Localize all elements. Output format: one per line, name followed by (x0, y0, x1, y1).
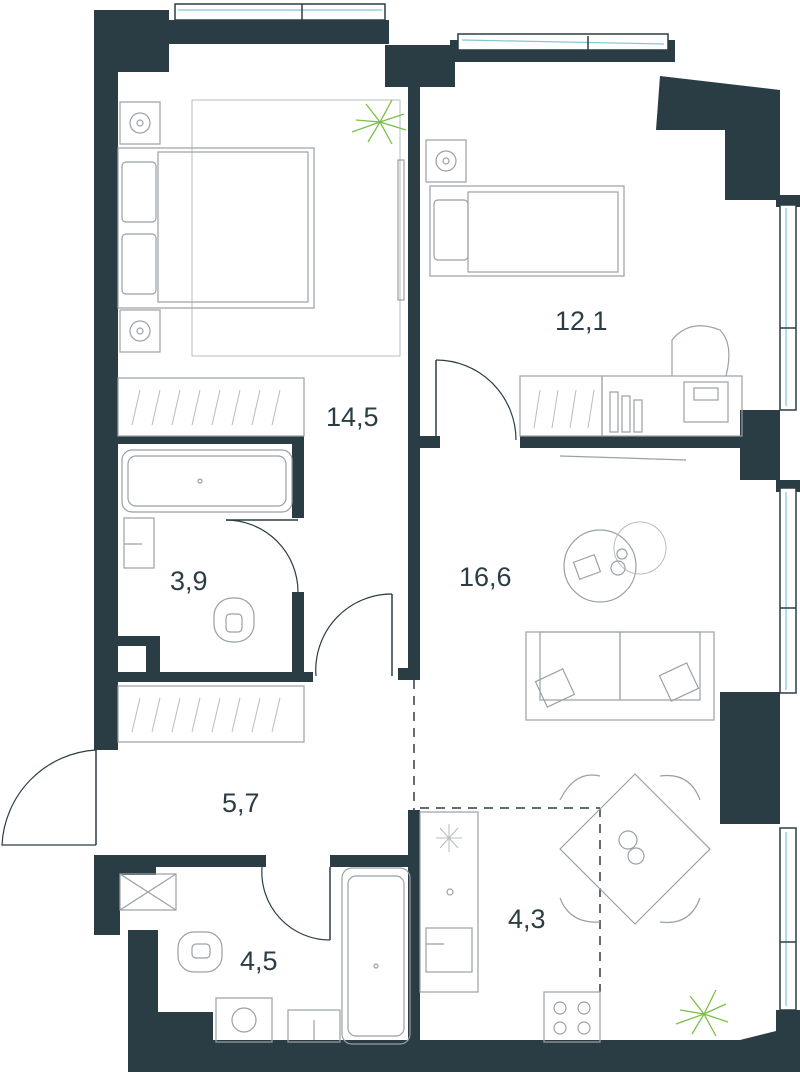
walls (94, 10, 800, 1072)
bathtub-lower (341, 867, 411, 1045)
stove-icon (543, 991, 601, 1043)
toilet-lower-icon (177, 931, 223, 973)
area-label-kitchen: 4,3 (508, 904, 546, 934)
tv-icon (397, 159, 405, 301)
doors (1, 359, 517, 941)
coffee-table-icon (563, 521, 667, 603)
double-bed (117, 99, 401, 357)
shower-icon (119, 873, 177, 911)
single-bed (425, 139, 625, 277)
area-label-bathroom-lower: 4,5 (240, 946, 278, 976)
washing-machine-icon (215, 997, 273, 1043)
area-label-bedroom-main: 14,5 (326, 402, 379, 432)
plant-icon (351, 99, 729, 1037)
sink-upper-icon (123, 517, 155, 569)
bathtub-upper (121, 449, 293, 513)
tv-living-icon (559, 455, 687, 461)
area-label-bathroom-upper: 3,9 (170, 566, 208, 596)
sofa (525, 631, 715, 721)
area-label-living-room: 16,6 (459, 562, 512, 592)
toilet-upper-icon (213, 597, 255, 643)
area-label-hallway: 5,7 (222, 788, 260, 818)
wardrobe (117, 377, 305, 437)
windows (174, 3, 797, 1011)
hallway-wardrobe (117, 685, 305, 743)
area-label-bedroom-second: 12,1 (555, 306, 608, 336)
kitchen-counter (419, 811, 479, 993)
dining-table-icon (559, 773, 711, 925)
sink-lower-icon (287, 1009, 341, 1043)
desk (519, 325, 743, 437)
nightstand-icon (119, 101, 161, 353)
zone-dividers (413, 680, 601, 992)
